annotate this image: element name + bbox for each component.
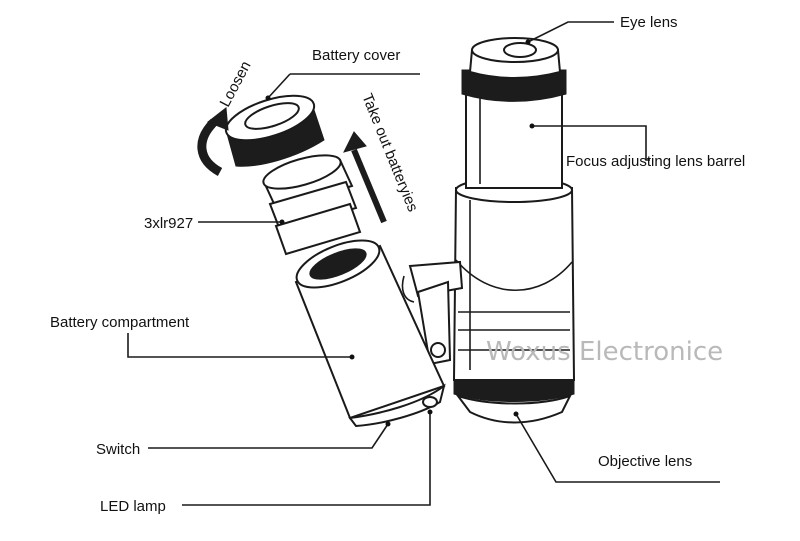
battery-compartment-body [294, 239, 446, 428]
label-battery-model: 3xlr927 [144, 215, 193, 232]
hinge-clip [401, 260, 464, 366]
batteries-stack [262, 154, 362, 256]
leader-lines [127, 21, 720, 506]
label-battery-cover: Battery cover [312, 47, 400, 64]
label-switch: Switch [96, 441, 140, 458]
microscope-body [452, 37, 576, 424]
take-out-arrow-icon [343, 131, 387, 224]
label-take-out-batteries: Take out batteryies [358, 91, 421, 214]
battery-cover-cap [224, 94, 325, 167]
label-led-lamp: LED lamp [100, 498, 166, 515]
label-loosen: Loosen [217, 58, 255, 109]
label-focus-barrel: Focus adjusting lens barrel [566, 153, 745, 170]
loosen-arrow-icon [197, 107, 229, 176]
watermark-text: Woxus Electronice [486, 337, 723, 367]
label-objective-lens: Objective lens [598, 453, 692, 470]
label-battery-compartment: Battery compartment [50, 314, 190, 331]
label-eye-lens: Eye lens [620, 14, 678, 31]
